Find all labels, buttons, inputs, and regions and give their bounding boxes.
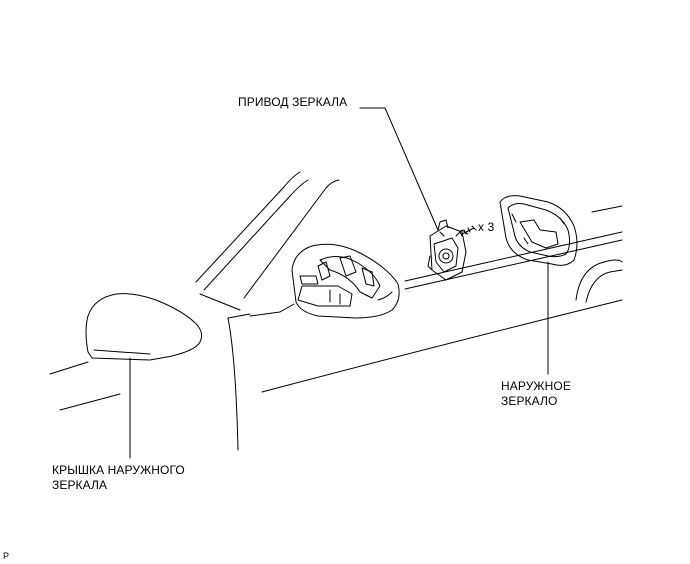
screw-part [459, 225, 477, 237]
leader-lines [129, 107, 549, 459]
screw-quantity-text: x 3 [478, 220, 495, 234]
corner-mark-text: P [3, 551, 10, 561]
outer-mirror-part [499, 195, 578, 266]
outer-mirror-label-line1: НАРУЖНОЕ [501, 379, 571, 393]
outer-mirror-cover-part [85, 293, 203, 361]
mirror-cover-label-line1: КРЫШКА НАРУЖНОГО [52, 463, 185, 477]
screw-quantity-label: x 3 [478, 220, 494, 235]
outer-mirror-label-line2: ЗЕРКАЛО [501, 394, 558, 408]
mirror-actuator-label-text: ПРИВОД ЗЕРКАЛА [238, 95, 348, 109]
mirror-actuator-label: ПРИВОД ЗЕРКАЛА [238, 95, 347, 110]
corner-mark: P [3, 551, 9, 561]
car-body-lines [49, 171, 623, 451]
mirror-base-housing [249, 243, 400, 319]
mirror-cover-label-line2: ЗЕРКАЛА [52, 478, 108, 492]
actuator-leader-line [359, 107, 439, 231]
mirror-cover-label: КРЫШКА НАРУЖНОГО ЗЕРКАЛА [52, 463, 185, 493]
outer-mirror-label: НАРУЖНОЕ ЗЕРКАЛО [501, 379, 571, 409]
mirror-actuator-part [427, 219, 469, 281]
